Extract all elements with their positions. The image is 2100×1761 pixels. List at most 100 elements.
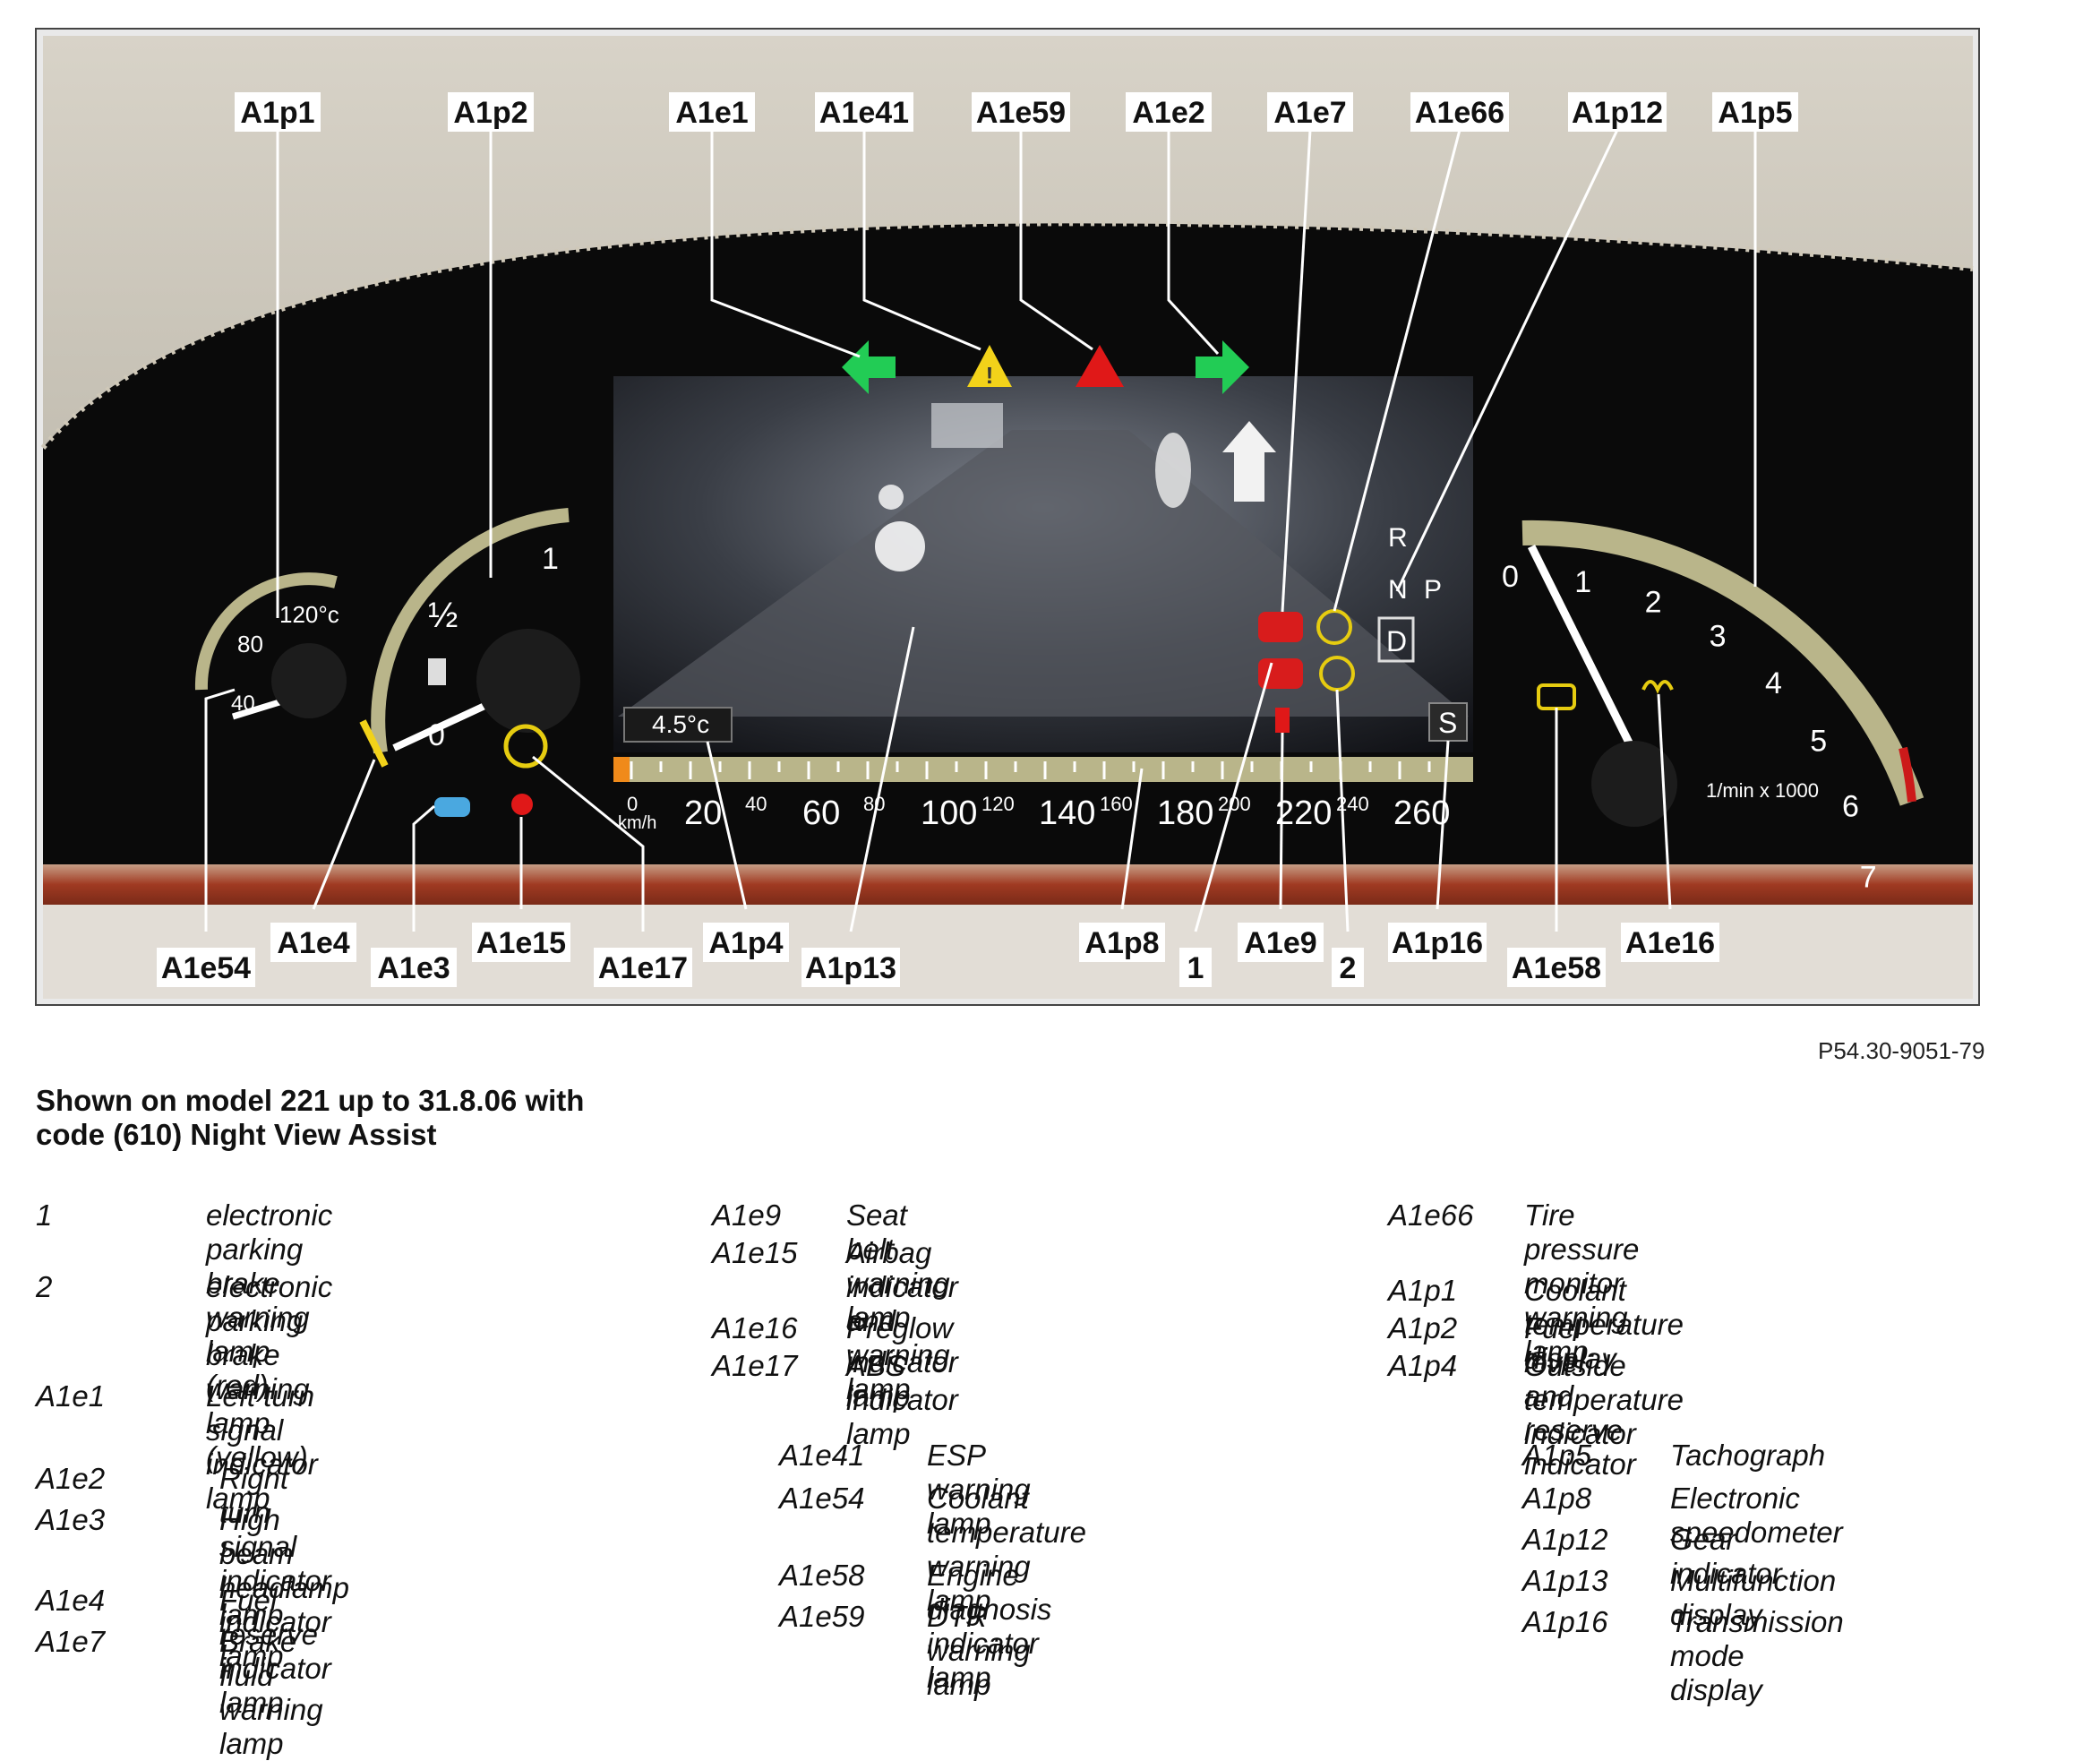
legend-description-line: Gear indicator: [1670, 1523, 1782, 1590]
legend-description: ESP warning lamp: [927, 1439, 1031, 1541]
caption-line-1: Shown on model 221 up to 31.8.06 with: [36, 1084, 585, 1117]
tach-number-label: 2: [1645, 585, 1662, 619]
callout-A1e7: A1e7: [1267, 92, 1353, 132]
svg-text:2: 2: [1340, 951, 1357, 985]
legend-code: A1e15: [712, 1236, 798, 1269]
legend-description-line: Preglow indicator lamp: [846, 1311, 958, 1413]
legend-description: Transmission mode display: [1670, 1605, 1844, 1707]
legend-code: A1e54: [779, 1482, 865, 1515]
legend-description-line: ABS indicator lamp: [846, 1349, 958, 1450]
callout-A1e1: A1e1: [669, 92, 755, 132]
callout-A1e2: A1e2: [1126, 92, 1212, 132]
speed-major-label: 100: [921, 795, 977, 832]
tach-number-label: 1: [1574, 565, 1591, 599]
legend-description-line: electronic parking brake warning: [206, 1198, 333, 1334]
svg-text:A1e59: A1e59: [976, 96, 1066, 130]
legend-description-line: lamp: [927, 1583, 991, 1617]
callout-A1p16: A1p16: [1388, 923, 1487, 962]
legend-description-line: Tachograph: [1670, 1439, 1826, 1472]
legend-description-line: Transmission mode display: [1670, 1605, 1844, 1706]
speed-major-label: 180: [1157, 795, 1213, 832]
abs-icon: [503, 724, 548, 769]
legend-description-line: Left turn signal indicator lamp: [206, 1379, 318, 1515]
speedometer-fill: [613, 757, 630, 782]
callout-A1e15: A1e15: [472, 923, 570, 962]
speed-minor-label: 40: [745, 793, 767, 815]
legend-description: Seat belt warning lamp: [846, 1198, 950, 1335]
legend-description-line: Airbag indicator and warning: [846, 1236, 958, 1371]
tach-redline: [1899, 746, 1916, 803]
speedometer-bar: [613, 757, 1473, 782]
svg-text:A1e2: A1e2: [1132, 96, 1204, 130]
svg-text:A1p5: A1p5: [1718, 96, 1792, 130]
legend-description-line: lamp: [219, 1638, 284, 1672]
esp-warning-icon: [967, 345, 1012, 387]
legend-code: A1e58: [779, 1559, 865, 1592]
fuel-full-label: 1: [542, 542, 559, 576]
svg-text:1: 1: [1187, 951, 1204, 985]
legend-code: A1e41: [779, 1439, 865, 1472]
tach-number-label: 3: [1710, 620, 1727, 654]
legend-description: Preglow indicator lamp: [846, 1311, 958, 1413]
figure-id: P54.30-9051-79: [1818, 1037, 1985, 1064]
tach-number-label: 0: [1502, 560, 1519, 594]
svg-text:A1p16: A1p16: [1392, 926, 1483, 960]
legend-description-line: lamp (yellow): [206, 1405, 308, 1473]
tach-unit-label: 1/min x 1000: [1706, 779, 1819, 802]
coolant-low-label: 40: [231, 692, 255, 716]
fuel-reserve-lamp: [359, 719, 389, 768]
dtr-warning-icon: [1076, 345, 1124, 387]
tach-hub: [1591, 741, 1677, 827]
headlight-left: [875, 521, 925, 571]
legend-code: A1e7: [36, 1625, 106, 1658]
legend-description: Fuel level and reserve indicator: [1524, 1311, 1636, 1482]
legend-code: A1e1: [36, 1379, 106, 1413]
callout-A1e59: A1e59: [972, 92, 1070, 132]
legend-description-line: Brake fluid warning lamp: [219, 1625, 323, 1760]
coolant-arc: [194, 572, 338, 691]
svg-text:A1p8: A1p8: [1084, 926, 1159, 960]
fuel-arc: [371, 508, 570, 754]
callout-A1e16: A1e16: [1621, 923, 1719, 962]
legend-code: A1e16: [712, 1311, 798, 1344]
fuel-pump-icon: [428, 658, 446, 685]
legend-description: Outside temperature indicator: [1524, 1349, 1684, 1451]
legend-description-line: lamp (red): [206, 1334, 270, 1402]
legend-code: A1e2: [36, 1462, 106, 1495]
seat-belt-icon: [1275, 708, 1290, 733]
legend-description-line: Outside temperature indicator: [1524, 1349, 1684, 1450]
legend-description-line: High beam headlamp indicator: [219, 1503, 349, 1638]
gear-d-box: [1377, 616, 1415, 663]
gear-r: R: [1388, 523, 1408, 553]
outside-temp-value: 4.5°c: [652, 710, 709, 738]
trans-mode-value: S: [1438, 707, 1457, 739]
high-beam-icon: [434, 797, 470, 817]
legend-description-line: Coolant temperature warning: [927, 1482, 1086, 1583]
svg-text:A1e3: A1e3: [377, 951, 450, 985]
speed-major-label: 20: [684, 795, 722, 832]
svg-text:A1e58: A1e58: [1512, 951, 1601, 985]
callout-2: 2: [1332, 948, 1364, 987]
legend-description: Brake fluid warning lamp: [219, 1625, 323, 1761]
callout-labels: A1p1 A1p2 A1e1 A1e41 A1e59 A1e2 A1e7 A1e…: [157, 92, 1798, 987]
speed-major-label: 220: [1275, 795, 1332, 832]
fuel-hub: [476, 629, 580, 733]
legend-description: Right turn signal indicator lamp: [219, 1462, 331, 1632]
speed-major-label: 60: [802, 795, 840, 832]
legend-description: ABS indicator lamp: [846, 1349, 958, 1451]
legend-description: Electronic speedometer: [1670, 1482, 1843, 1550]
right-turn-signal-icon: [1196, 340, 1249, 394]
svg-text:A1e17: A1e17: [598, 951, 688, 985]
brake-fluid-icon: [1258, 612, 1303, 642]
legend-code: A1p8: [1522, 1482, 1592, 1515]
callout-A1e17: A1e17: [594, 948, 692, 987]
callout-A1e4: A1e4: [270, 923, 356, 962]
legend-description-line: Tire pressure monitor warning: [1524, 1198, 1640, 1334]
legend-description-line: Engine diagnosis indicator lamp: [927, 1559, 1052, 1694]
wood-trim: [43, 864, 1973, 905]
speed-minor-label: 0: [627, 793, 638, 815]
